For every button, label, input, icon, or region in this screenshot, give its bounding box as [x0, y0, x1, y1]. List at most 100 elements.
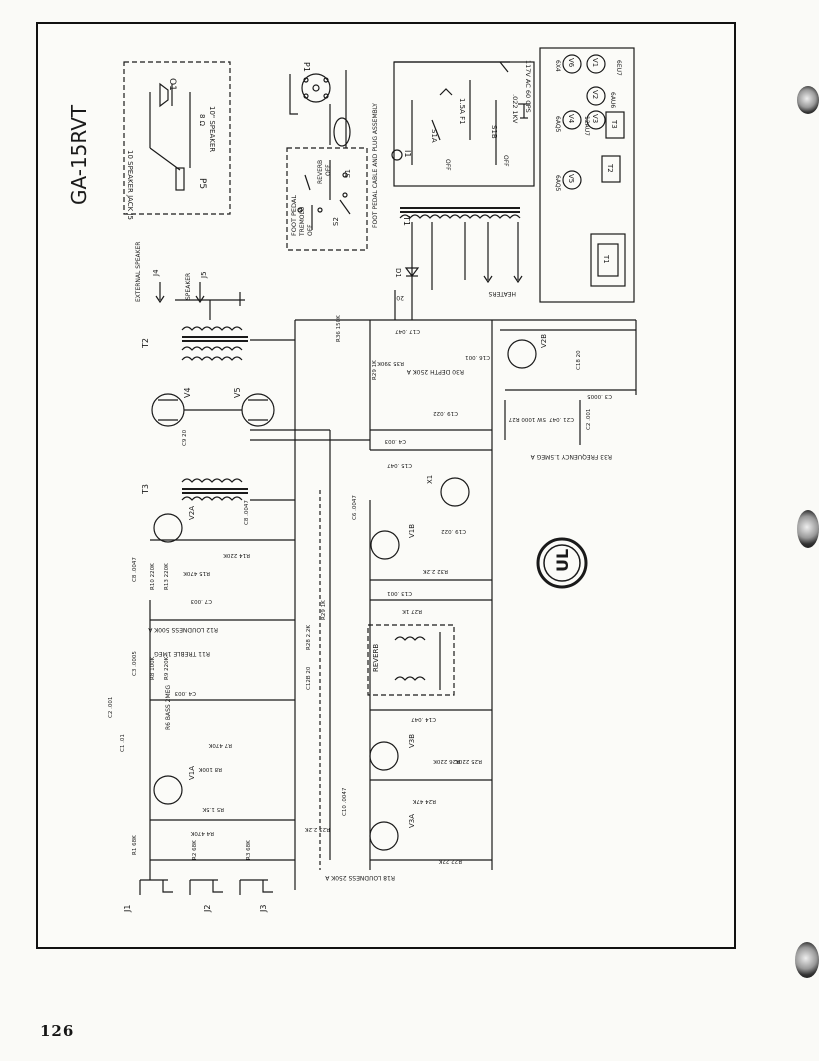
treble-control: R11 TREBLE 1MEG: [154, 650, 210, 657]
part-label: C6 .0047: [352, 495, 358, 520]
part-label: R10 220K: [150, 563, 156, 590]
tube-v2a-label: V2A: [188, 506, 196, 520]
tube-ref-v6: V6: [567, 58, 575, 68]
part-label: R32 2.2K: [423, 568, 448, 574]
tube-v2b-label: V2B: [540, 334, 548, 348]
part-label: R15 470K: [183, 570, 210, 576]
binder-hole-middle: [797, 510, 819, 548]
part-label: C3 .0005: [587, 393, 612, 399]
part-label: C19 .022: [433, 410, 458, 416]
switch-a-label: S1A: [430, 129, 438, 143]
ul-mark: UL: [553, 549, 572, 572]
tube-v5-label: V5: [233, 387, 242, 398]
part-label: R8 100K: [150, 656, 156, 680]
jack-j5-label: J5: [200, 271, 208, 279]
part-label: R9 220K: [164, 656, 170, 680]
foot-pedal-s1: S1: [344, 169, 352, 178]
foot-pedal-s2: S2: [332, 217, 340, 226]
tube-ref-v1: V1: [591, 58, 599, 67]
part-label: R24 47K: [412, 798, 436, 804]
frequency-control: R33 FREQUENCY 1.5MEG A: [530, 453, 612, 460]
tube-v3b-label: V3B: [408, 734, 416, 748]
binder-hole-bottom: [795, 942, 819, 978]
bass-control: R6 BASS 2MEG: [165, 685, 172, 730]
depth-control: R30 DEPTH 250K A: [406, 368, 464, 375]
jack-j3-label: J3: [259, 905, 268, 913]
part-label: C4 .003: [384, 438, 406, 444]
jack-j1-label: J1: [123, 905, 132, 913]
speaker-plug-label: P5: [197, 178, 207, 189]
part-label: C7 .003: [190, 598, 212, 604]
part-label: C15 .047: [387, 462, 412, 468]
tube-v1a-label: V1A: [188, 766, 196, 780]
part-label: C10 .0047: [342, 787, 348, 816]
power-cap2-label: 20: [396, 294, 404, 301]
tube-v3a-label: V3A: [408, 814, 416, 828]
part-label: R27 1K: [402, 608, 422, 614]
input-jacks: J1 J2 J3: [123, 879, 273, 913]
part-label: C1 .01: [120, 734, 126, 752]
part-label: C19 .022: [441, 528, 466, 534]
jack-j4-label: J4: [152, 269, 160, 277]
part-label: C18 20: [576, 350, 582, 370]
tube-type-6eu7: 6EU7: [615, 60, 622, 76]
foot-pedal-reverb: REVERB: [317, 160, 324, 184]
tube-type-6aq5-b: 6AQ5: [554, 175, 561, 192]
part-label: R14 220K: [223, 552, 250, 558]
part-label: 5W 1000 R27: [508, 416, 546, 422]
t3-label: T3: [141, 484, 150, 495]
schematic-frame: [36, 22, 736, 949]
part-label: C12B 20: [306, 666, 312, 690]
tube-ref-v3: V3: [591, 114, 599, 123]
switch-b-off: OFF: [502, 155, 509, 167]
part-label: R4 470K: [190, 830, 214, 836]
part-label: C4 .003: [174, 690, 196, 696]
part-label: R7 470K: [208, 742, 232, 748]
part-label: R25 220K: [455, 758, 482, 764]
speaker-impedance: 8 Ω: [198, 114, 206, 127]
switch-a-off: OFF: [444, 159, 451, 171]
speaker-box: O1 10" SPEAKER 8 Ω 10 SPEAKER JACK J5 P5: [123, 61, 231, 220]
tube-type-12au7: 12AU7: [583, 116, 590, 136]
external-speaker-label: EXTERNAL SPEAKER: [135, 242, 142, 302]
part-label: C2 .001: [586, 409, 592, 430]
part-label: R28 2.2K: [306, 625, 312, 650]
reverb-level-control: R18 LOUDNESS 250K A: [324, 874, 395, 881]
part-label: R26 220K: [433, 758, 460, 764]
part-label: R2 68K: [192, 840, 198, 860]
part-label: C13 .001: [387, 590, 412, 596]
page-number: 126: [40, 1022, 75, 1040]
part-label: R22 22K: [438, 858, 462, 864]
power-line-label: 117V AC 60 CPS: [524, 60, 532, 113]
tube-ref-v2: V2: [591, 90, 599, 99]
output-transformer-t2: T2: [141, 326, 248, 361]
power-cap-label: .022 1KV: [511, 94, 519, 124]
part-label: C17 .047: [395, 328, 420, 334]
tube-type-6x4: 6X4: [554, 60, 561, 72]
reverb-unit-label: REVERB: [372, 644, 380, 672]
power-supply: 117V AC 60 CPS 1.5A F1 S1A OFF S1B OFF .…: [391, 60, 535, 320]
tube-v4-label: V4: [183, 387, 192, 398]
part-label: C9 20: [182, 429, 188, 446]
power-transformer-label: T1: [402, 215, 411, 226]
part-label: R1 68K: [132, 835, 138, 855]
speaker-out-label: SPEAKER: [185, 273, 192, 300]
tube-type-6au6: 6AU6: [609, 92, 616, 108]
part-label: C8 .0047: [244, 500, 250, 525]
speaker-jack-label: 10 SPEAKER JACK J5: [126, 150, 134, 220]
part-label: C16 .001: [465, 354, 490, 360]
speaker-ref: O1: [167, 78, 177, 91]
part-label: C8 .0047: [132, 557, 138, 582]
part-label: R23 2.2K: [305, 826, 330, 832]
foot-pedal-tremolo: TREMOLO: [299, 206, 306, 237]
layout-t3: T3: [610, 119, 618, 129]
output-jacks: EXTERNAL SPEAKER J4 SPEAKER J5: [135, 242, 245, 306]
part-label: C3 .0005: [132, 651, 138, 676]
part-label: R35 390K: [377, 360, 404, 366]
part-label: C2 .001: [108, 697, 114, 718]
loudness-control: R12 LOUDNESS 500K A: [147, 626, 218, 633]
foot-pedal-off-2: OFF: [325, 164, 332, 176]
model-title-group: GA-15RVT: [67, 104, 91, 205]
binder-hole-top: [797, 86, 819, 114]
socket-x1-label: X1: [426, 475, 434, 484]
